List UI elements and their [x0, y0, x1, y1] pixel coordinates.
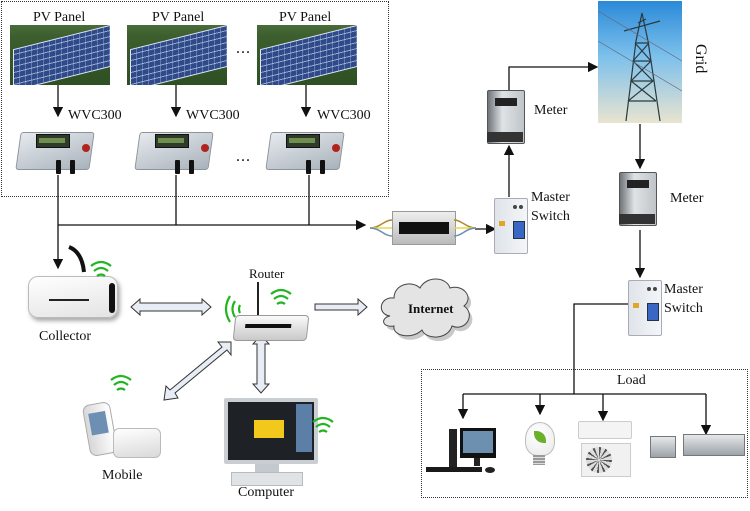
master-switch-top	[494, 198, 528, 254]
master-switch-top-label-1: Master	[531, 190, 570, 205]
router-antenna	[257, 282, 259, 316]
internet-cloud-icon	[380, 278, 473, 342]
mobile-label: Mobile	[102, 468, 143, 483]
inverter-label-1: WVC300	[68, 108, 122, 123]
computer-label: Computer	[238, 485, 294, 500]
air-conditioner-indoor-icon	[578, 421, 632, 439]
master-switch-top-label-2: Switch	[531, 209, 570, 224]
master-switch-right-label-1: Master	[664, 282, 703, 297]
pv-panel-image-2	[127, 25, 227, 85]
meter-top	[487, 90, 527, 146]
inverter-label-2: WVC300	[186, 108, 240, 123]
pv-panel-image-3	[257, 25, 357, 85]
meter-right	[619, 172, 659, 228]
wifi-icon-router-left	[224, 295, 242, 323]
master-switch-right-label-2: Switch	[664, 301, 703, 316]
printing-machine-small-icon	[650, 436, 676, 458]
printing-machine-large-icon	[683, 434, 745, 456]
load-title: Load	[617, 373, 646, 388]
inverter-wvc300-1	[14, 124, 95, 176]
collector-antenna-cable	[68, 245, 86, 273]
light-bulb-icon	[525, 422, 555, 456]
pv-panel-image-1	[10, 25, 110, 85]
router-device	[232, 315, 310, 341]
pv-panel-label-3: PV Panel	[279, 10, 332, 25]
inverter-ellipsis: ...	[236, 148, 251, 165]
inverter-wvc300-3	[264, 124, 345, 176]
pv-array-box	[1, 1, 389, 197]
wifi-icon-computer	[312, 416, 334, 433]
filter-wires	[369, 219, 477, 237]
grid-label: Grid	[692, 44, 709, 74]
grid-tower-image	[598, 1, 682, 123]
desktop-computer-icon	[426, 428, 496, 473]
internet-label: Internet	[408, 301, 454, 316]
wifi-icon-mobile	[110, 374, 132, 391]
computer-monitor	[224, 398, 318, 464]
load-box	[421, 369, 748, 498]
air-conditioner-outdoor-icon	[581, 443, 631, 477]
router-mobile-arrow	[163, 341, 232, 401]
meter-right-label: Meter	[670, 191, 704, 206]
meter-top-label: Meter	[534, 103, 568, 118]
computer-keyboard	[231, 472, 303, 486]
collector-device	[26, 262, 120, 320]
pv-panel-label-1: PV Panel	[33, 10, 86, 25]
pv-panel-label-2: PV Panel	[152, 10, 205, 25]
router-computer-arrow	[251, 334, 271, 394]
collector-label: Collector	[39, 329, 92, 344]
transmission-tower-icon	[598, 10, 682, 122]
panel-ellipsis: ...	[236, 40, 251, 57]
inverter-wvc300-2	[133, 124, 214, 176]
inverter-label-3: WVC300	[317, 108, 371, 123]
master-switch-right	[628, 280, 662, 336]
wifi-icon-router-right	[270, 288, 292, 305]
router-internet-arrow	[314, 297, 368, 317]
router-label: Router	[249, 266, 285, 281]
wifi-icon-collector	[90, 260, 112, 277]
power-line-filter	[392, 211, 456, 245]
collector-router-arrow	[130, 297, 212, 317]
light-bulb-base	[533, 455, 545, 465]
mobile-modem	[113, 428, 161, 458]
computer-stand	[255, 464, 279, 474]
